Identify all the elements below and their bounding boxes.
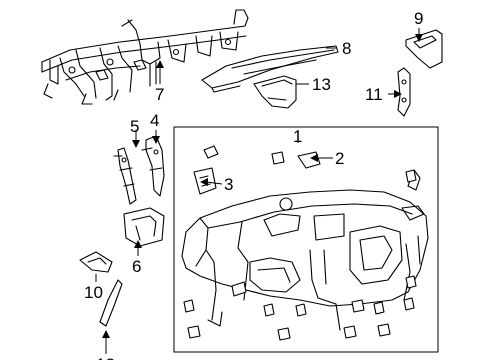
side-cover-part bbox=[405, 29, 443, 69]
callout-13: 13 bbox=[312, 75, 331, 94]
brace-left-part bbox=[113, 147, 137, 205]
callout-1: 1 bbox=[293, 127, 302, 146]
callout-7: 7 bbox=[155, 85, 164, 104]
brace-right-part bbox=[141, 135, 165, 197]
reinforcement-beam-part bbox=[41, 9, 249, 105]
callout-8: 8 bbox=[342, 39, 351, 58]
leader-lines bbox=[95, 28, 423, 354]
callout-12: 12 bbox=[96, 355, 115, 360]
callout-6: 6 bbox=[132, 257, 141, 276]
defroster-nozzle-part bbox=[201, 45, 339, 93]
callout-2: 2 bbox=[335, 149, 344, 168]
callout-10: 10 bbox=[84, 283, 103, 302]
lower-trim-part bbox=[99, 279, 123, 327]
callout-11: 11 bbox=[365, 85, 383, 104]
vent-cover-part bbox=[253, 75, 297, 109]
callout-labels: 1 2 3 4 5 6 7 8 9 10 11 12 13 bbox=[84, 9, 423, 360]
callout-9: 9 bbox=[414, 9, 423, 28]
instrument-panel-frame bbox=[173, 126, 439, 353]
instrument-panel-part bbox=[181, 169, 429, 331]
callout-4: 4 bbox=[150, 111, 159, 130]
lower-cover-part bbox=[79, 251, 113, 273]
callout-3: 3 bbox=[224, 175, 233, 194]
side-bracket-part bbox=[397, 67, 411, 117]
lower-bracket-part bbox=[123, 207, 165, 247]
callout-5: 5 bbox=[130, 117, 139, 136]
